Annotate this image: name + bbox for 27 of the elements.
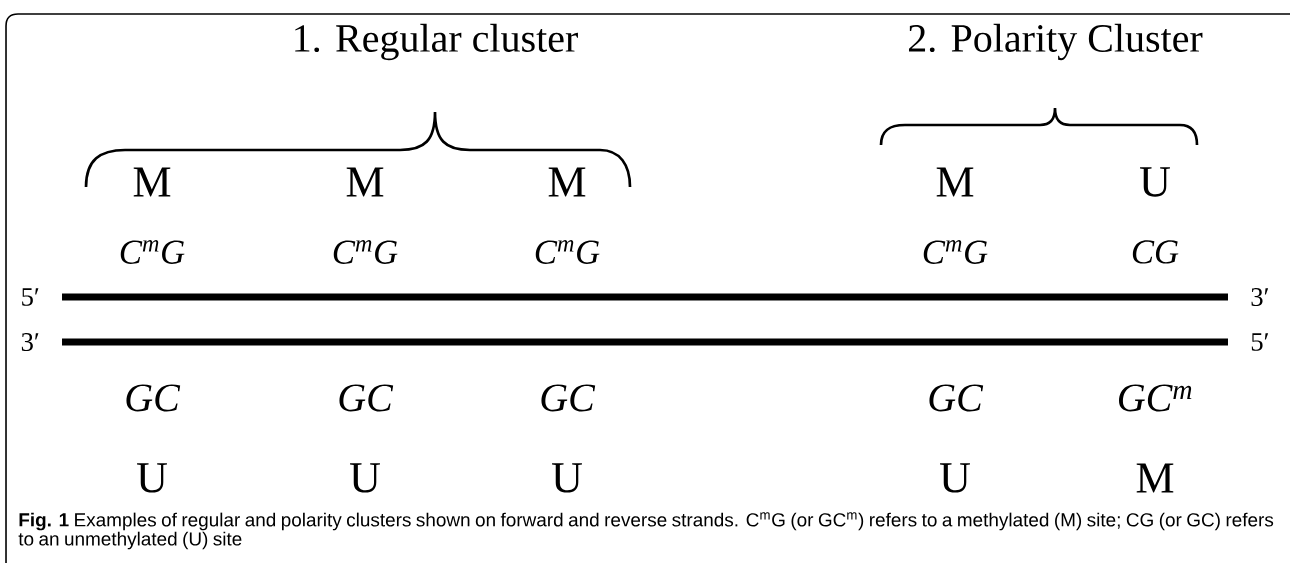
dinucleotide-label: GC <box>929 384 984 412</box>
dinucleotide-label: C$^{m}$G <box>923 240 988 264</box>
strand-end-label: 5′ <box>1251 333 1269 351</box>
site-letter: U <box>137 463 167 493</box>
site-letter: M <box>1136 463 1174 493</box>
site-letter: U <box>350 463 380 493</box>
cluster-heading: 2. Polarity Cluster <box>909 23 1203 61</box>
site-letter: M <box>936 167 974 197</box>
site-letter: U <box>1140 167 1170 197</box>
dinucleotide-label: GC$^{m}$ <box>1119 384 1192 412</box>
dinucleotide-label: GC <box>126 384 181 412</box>
strand-end-label: 5′ <box>22 288 39 306</box>
dinucleotide-label: CG <box>1132 240 1179 264</box>
strand-end-label: 3′ <box>21 333 39 351</box>
dinucleotide-label: GC <box>541 384 596 412</box>
cluster-heading: 1. Regular cluster <box>295 23 578 61</box>
site-letter: M <box>346 167 384 197</box>
dinucleotide-label: C$^{m}$G <box>333 240 398 264</box>
dinucleotide-label: C$^{m}$G <box>120 240 185 264</box>
site-letter: U <box>552 463 582 493</box>
site-letter: M <box>133 167 171 197</box>
site-letter: U <box>940 463 970 493</box>
dinucleotide-label: GC <box>339 384 394 412</box>
dinucleotide-label: C$^{m}$G <box>535 240 600 264</box>
strand-end-label: 3′ <box>1251 288 1269 306</box>
figure-caption: Fig. 1 Examples of regular and polarity clusters shown on forward and reverse strands. C$^{m}$G (or GC$^{m}$) refers to a methylated (M) site; CG (or GC) refers to an unmethylated (U) site <box>18 512 1274 550</box>
site-letter: M <box>548 167 586 197</box>
